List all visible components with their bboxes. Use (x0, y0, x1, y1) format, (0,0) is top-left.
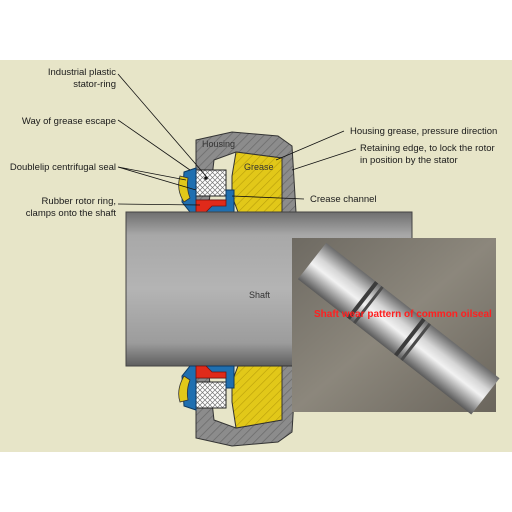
stator-dot-top (204, 176, 208, 180)
bottom-seal-assembly (178, 365, 297, 447)
grease-escape-label: Way of grease escape (22, 116, 116, 127)
rubber-rotor-label-line2: clamps onto the shaft (26, 208, 117, 219)
grease-label: Grease (244, 162, 274, 172)
housing-bottom (195, 365, 297, 447)
top-seal-assembly (178, 131, 297, 213)
retaining-edge-label-line1: Retaining edge, to lock the rotor (360, 143, 495, 154)
retaining-edge-label-line2: in position by the stator (360, 155, 458, 166)
stator-ring-label-line1: Industrial plastic (48, 67, 116, 78)
stator-ring-bottom (195, 381, 227, 409)
rubber-rotor-label-line1: Rubber rotor ring, (42, 196, 116, 207)
left-lip-bottom (178, 375, 191, 403)
shaft-label: Shaft (249, 290, 271, 300)
housing-label: Housing (202, 139, 235, 149)
stator-ring-top (195, 169, 227, 197)
wear-groove-4 (400, 322, 432, 361)
callout-lines (117, 73, 357, 206)
rubber-rotor-bottom (195, 365, 227, 379)
wear-groove-2 (353, 285, 384, 325)
doublelip-label: Doublelip centrifugal seal (10, 162, 116, 173)
housing-grease-label: Housing grease, pressure direction (350, 126, 497, 137)
grease-top (231, 151, 283, 213)
photo-caption: Shaft wear pattern of common oilseal (314, 309, 492, 320)
grease-bottom (231, 365, 283, 429)
photo-inset: Shaft wear pattern of common oilseal (292, 238, 500, 415)
wear-groove-1 (346, 281, 379, 320)
crease-channel-label: Crease channel (310, 194, 377, 205)
stator-ring-label-line2: stator-ring (73, 79, 116, 90)
wear-groove-3 (394, 317, 426, 357)
photo-shaft-rod (297, 242, 500, 415)
